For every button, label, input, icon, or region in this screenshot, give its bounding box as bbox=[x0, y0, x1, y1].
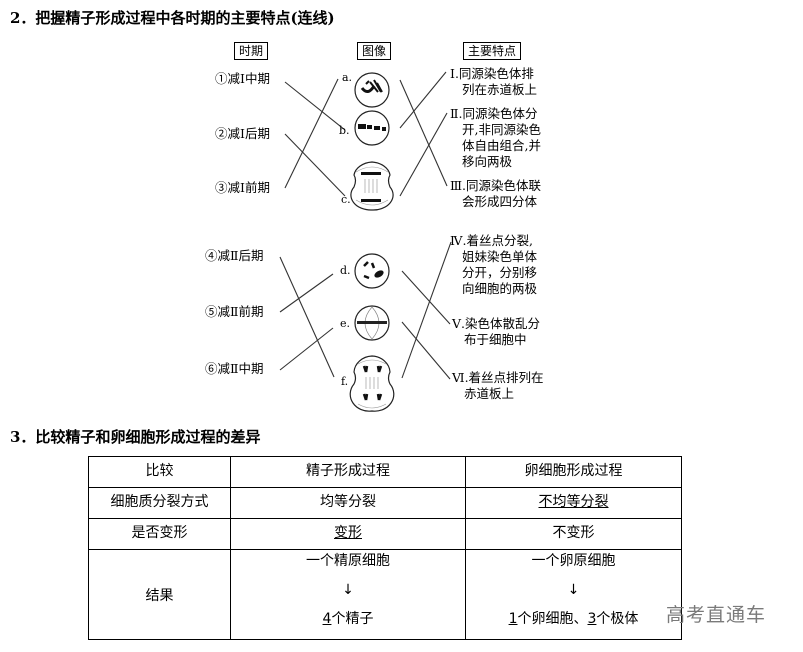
table-row-result: 结果 一个精原细胞 ↓ 4个精子 一个卵原细胞 ↓ 1个卵细胞、3个极体 bbox=[88, 549, 682, 640]
table-header-cell: 比较 bbox=[88, 456, 231, 488]
section3-title: 3．比较精子和卵细胞形成过程的差异 bbox=[10, 428, 261, 446]
image-letter: a. bbox=[342, 71, 353, 84]
feature-item: Ⅰ.同源染色体排 列在赤道板上 bbox=[450, 66, 538, 97]
table-header-row: 比较 精子形成过程 卵细胞形成过程 bbox=[88, 456, 682, 488]
egg-cell: 不均等分裂 bbox=[465, 487, 682, 519]
sperm-cell: 均等分裂 bbox=[230, 487, 466, 519]
image-letter: f. bbox=[341, 375, 349, 388]
table-row: 细胞质分裂方式 均等分裂 不均等分裂 bbox=[88, 487, 682, 519]
cell-image-d bbox=[354, 253, 390, 289]
sperm-result: 一个精原细胞 ↓ 4个精子 bbox=[230, 549, 466, 640]
table-row: 是否变形 变形 不变形 bbox=[88, 518, 682, 550]
down-arrow-icon: ↓ bbox=[342, 582, 354, 598]
image-letter: d. bbox=[340, 264, 351, 277]
cell-image-c bbox=[350, 161, 394, 211]
feature-item: Ⅴ.染色体散乱分 布于细胞中 bbox=[452, 316, 541, 347]
answer-underlined: 变形 bbox=[334, 525, 362, 541]
image-letter: e. bbox=[340, 317, 351, 330]
period-label: ④减Ⅱ后期 bbox=[205, 248, 264, 263]
feature-item: Ⅵ.着丝点排列在 赤道板上 bbox=[452, 370, 544, 401]
cell-image-b bbox=[354, 110, 390, 146]
header-image: 图像 bbox=[357, 42, 392, 60]
period-label: ③减Ⅰ前期 bbox=[215, 180, 270, 195]
period-label: ①减Ⅰ中期 bbox=[215, 71, 270, 86]
feature-item: Ⅱ.同源染色体分 开,非同源染色 体自由组合,并 移向两极 bbox=[450, 106, 541, 169]
down-arrow-icon: ↓ bbox=[567, 582, 580, 598]
row-label: 是否变形 bbox=[88, 518, 231, 550]
header-period: 时期 bbox=[234, 42, 269, 60]
period-label: ⑥减Ⅱ中期 bbox=[205, 361, 264, 376]
row-label: 细胞质分裂方式 bbox=[88, 487, 231, 519]
image-letter: b. bbox=[339, 124, 350, 137]
period-label: ⑤减Ⅱ前期 bbox=[205, 304, 264, 319]
answer-underlined: 不均等分裂 bbox=[538, 494, 609, 510]
egg-result: 一个卵原细胞 ↓ 1个卵细胞、3个极体 bbox=[465, 549, 682, 640]
comparison-table: 比较 精子形成过程 卵细胞形成过程 细胞质分裂方式 均等分裂 不均等分裂 是否变… bbox=[88, 456, 682, 640]
feature-item: Ⅲ.同源染色体联 会形成四分体 bbox=[450, 178, 542, 209]
cell-image-f bbox=[349, 355, 395, 412]
egg-cell: 不变形 bbox=[465, 518, 682, 550]
feature-item: Ⅳ.着丝点分裂, 姐妹染色单体 分开，分别移 向细胞的两极 bbox=[450, 233, 538, 296]
period-label: ②减Ⅰ后期 bbox=[215, 126, 270, 141]
sperm-cell: 变形 bbox=[230, 518, 466, 550]
row-label: 结果 bbox=[88, 549, 231, 640]
header-feature: 主要特点 bbox=[463, 42, 522, 60]
image-letter: c. bbox=[341, 193, 351, 206]
table-header-cell: 卵细胞形成过程 bbox=[465, 456, 682, 488]
cell-image-a bbox=[354, 72, 390, 108]
matching-diagram bbox=[279, 71, 452, 412]
watermark: 高考直通车 bbox=[666, 604, 767, 626]
section2-title: 2．把握精子形成过程中各时期的主要特点(连线) bbox=[10, 9, 335, 27]
cell-image-e bbox=[354, 305, 390, 341]
table-header-cell: 精子形成过程 bbox=[230, 456, 466, 488]
